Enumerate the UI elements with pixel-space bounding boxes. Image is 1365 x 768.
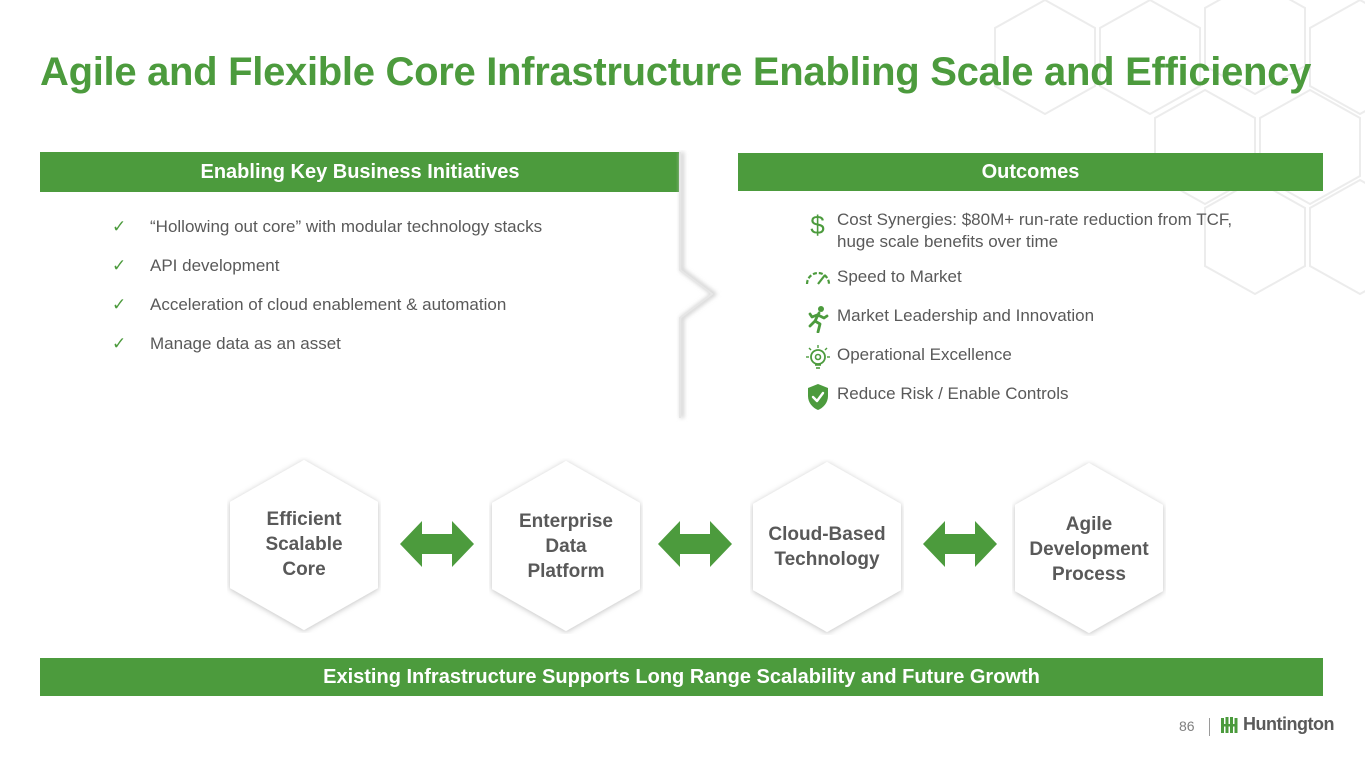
list-item: Market Leadership and Innovation — [798, 305, 1232, 344]
checkmark-icon: ✓ — [112, 333, 127, 353]
list-item: Reduce Risk / Enable Controls — [798, 383, 1232, 422]
initiatives-list: ✓“Hollowing out core” with modular techn… — [112, 207, 542, 363]
dollar-icon: $ — [810, 210, 825, 240]
list-item: $ Cost Synergies: $80M+ run-rate reducti… — [798, 208, 1232, 266]
speedometer-icon — [798, 266, 837, 288]
footer-divider — [1209, 718, 1210, 736]
lightbulb-gear-icon — [798, 344, 837, 372]
list-item: Operational Excellence — [798, 344, 1232, 383]
double-arrow-icon — [658, 521, 732, 567]
list-item: ✓“Hollowing out core” with modular techn… — [112, 216, 543, 236]
list-item: ✓Manage data as an asset — [112, 333, 341, 353]
hexagon-agile-process — [1015, 463, 1163, 633]
hexagon-cloud-technology — [753, 462, 901, 632]
huntington-logo-icon — [1221, 716, 1238, 733]
initiatives-heading: Enabling Key Business Initiatives — [40, 152, 680, 192]
footer-banner: Existing Infrastructure Supports Long Ra… — [40, 658, 1323, 696]
checkmark-icon: ✓ — [112, 216, 127, 236]
double-arrow-icon — [400, 521, 474, 567]
list-item: ✓API development — [112, 255, 280, 275]
divider-chevron — [679, 152, 718, 418]
shield-check-icon — [798, 383, 837, 411]
checkmark-icon: ✓ — [112, 294, 127, 314]
list-item: ✓Acceleration of cloud enablement & auto… — [112, 294, 507, 314]
outcomes-list: $ Cost Synergies: $80M+ run-rate reducti… — [798, 208, 1232, 422]
hexagon-enterprise-data — [492, 461, 640, 631]
huntington-logo: Huntington — [1220, 714, 1334, 735]
running-person-icon — [798, 305, 837, 333]
checkmark-icon: ✓ — [112, 255, 127, 275]
list-item: Speed to Market — [798, 266, 1232, 305]
outcomes-heading: Outcomes — [738, 153, 1323, 191]
hexagon-efficient-core — [230, 460, 378, 630]
page-title: Agile and Flexible Core Infrastructure E… — [40, 50, 1312, 94]
page-number: 86 — [1179, 718, 1195, 734]
double-arrow-icon — [923, 521, 997, 567]
